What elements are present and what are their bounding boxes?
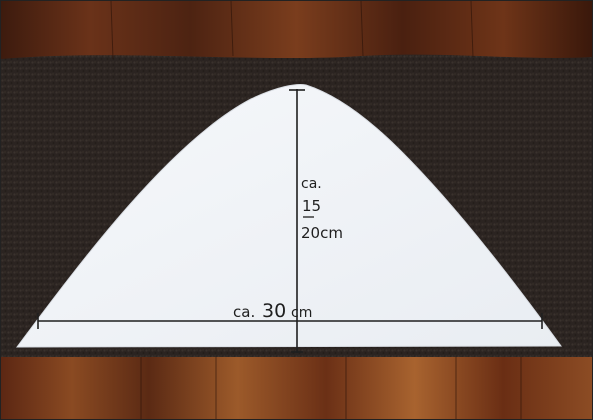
height-value-label-2: 20cm — [301, 224, 343, 242]
width-unit-label: cm — [291, 305, 312, 321]
height-measurement-line — [289, 89, 305, 353]
paper-pattern — [16, 84, 562, 348]
height-prefix-label: ca. — [301, 176, 322, 192]
wood-floor-top — [1, 1, 592, 61]
width-prefix-label: ca. — [233, 303, 255, 321]
width-measurement-line — [37, 313, 543, 329]
width-value-label: 30 — [262, 300, 286, 322]
height-value-label-1: 15 — [302, 197, 321, 215]
wood-floor-bottom — [1, 353, 592, 419]
